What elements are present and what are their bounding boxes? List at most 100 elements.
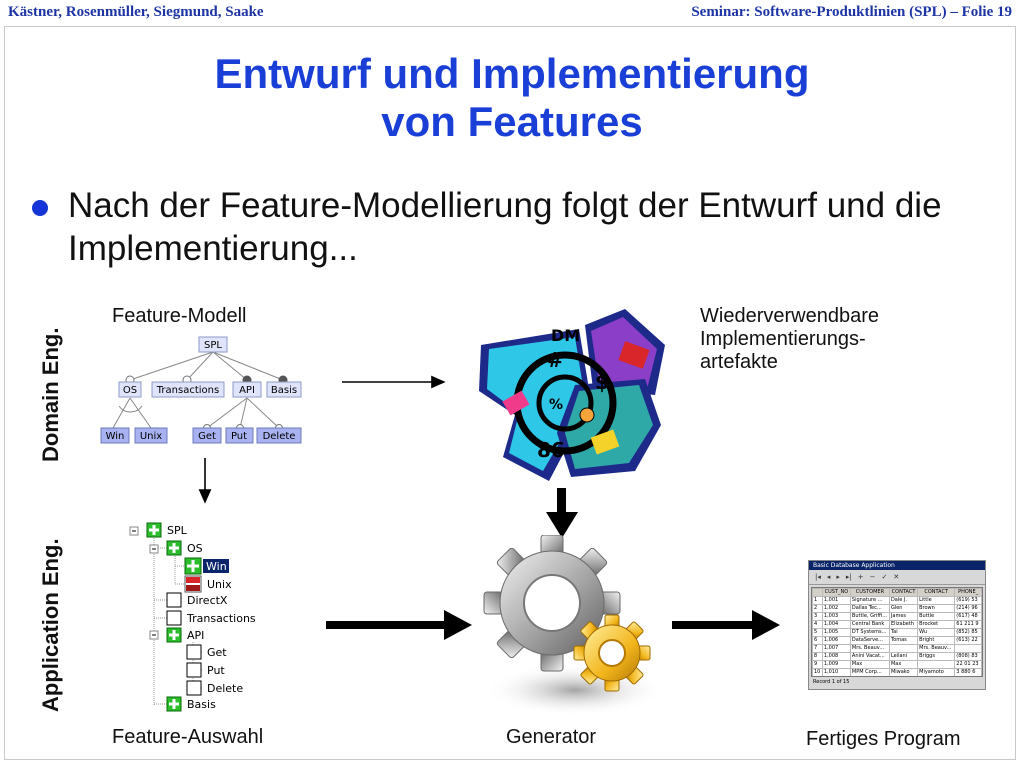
table-cell: MPM Corp... — [849, 668, 890, 676]
tree-item-directx[interactable]: DirectX — [166, 592, 228, 608]
final-program-label: Fertiges Program — [806, 728, 961, 750]
tree-item-spl[interactable]: SPL — [129, 522, 188, 538]
tree-item-transactions[interactable]: Transactions — [166, 610, 256, 626]
tree-item-unix[interactable]: Unix — [184, 575, 232, 593]
table-cell: 3 880 6 — [954, 668, 982, 676]
artifacts-label: Wiederverwendbare Implementierungs- arte… — [700, 305, 879, 374]
table-cell: Central Bank — [849, 620, 890, 629]
tree-item-basis[interactable]: Basis — [166, 696, 216, 712]
table-cell — [888, 644, 919, 653]
svg-text:DM: DM — [551, 326, 580, 345]
fm-node-transactions-label: Transactions — [156, 385, 219, 396]
title-line-1: Entwurf und Implementierung — [214, 50, 810, 97]
svg-text:#: # — [547, 348, 564, 372]
table-cell: Tai — [888, 628, 919, 637]
table-cell: Signature ... — [849, 596, 890, 605]
unchecked-box-icon[interactable] — [186, 680, 202, 696]
tree-item-label: Delete — [207, 682, 243, 695]
tree-item-os[interactable]: OS — [149, 540, 203, 556]
table-cell: Little — [917, 596, 956, 605]
application-eng-label: Application Eng. — [38, 538, 63, 712]
table-cell: (619) 53 — [954, 596, 982, 605]
table-cell: Bright — [917, 636, 956, 645]
unchecked-box-icon[interactable] — [186, 644, 202, 660]
tree-item-win[interactable]: Win — [184, 557, 229, 575]
last-record-icon: ▸| — [845, 573, 852, 581]
table-cell: Mrs. Beauv... — [917, 644, 956, 653]
feature-selection-tree: SPL OS Win Unix DirectX Transactions API… — [129, 522, 256, 712]
domain-eng-label: Domain Eng. — [38, 327, 63, 462]
add-record-icon: + — [857, 573, 864, 581]
unchecked-box-icon[interactable] — [166, 592, 182, 608]
table-cell: 5 — [812, 628, 823, 637]
table-cell: Elizabeth — [888, 620, 919, 629]
tree-item-label: Get — [207, 646, 227, 659]
table-cell: 1,005 — [821, 628, 851, 637]
app-table-header: CUSTOMER — [849, 588, 890, 597]
table-cell: 1,001 — [821, 596, 851, 605]
fm-node-delete-label: Delete — [263, 431, 296, 442]
title-line-2: von Features — [381, 98, 643, 145]
table-cell: Mrs. Beauv... — [849, 644, 890, 653]
tree-item-label: DirectX — [187, 594, 228, 607]
table-cell: (617) 48 — [954, 612, 982, 621]
tree-item-label: API — [187, 629, 204, 642]
table-cell: 1,010 — [821, 668, 851, 676]
table-cell: Brocket — [917, 620, 956, 629]
fm-node-get — [192, 427, 222, 444]
table-cell — [917, 660, 956, 669]
fm-node-api-label: API — [239, 385, 255, 396]
table-cell: 22 01 23 — [954, 660, 982, 669]
artifacts-label-line-1: Wiederverwendbare — [700, 305, 879, 327]
header-seminar: Seminar: Software-Produktlinien (SPL) – … — [691, 4, 1012, 20]
svg-text:%: % — [549, 397, 563, 413]
table-cell: 61 211 9 — [954, 620, 982, 629]
svg-text:86: 86 — [537, 438, 565, 462]
table-cell: Miyamoto — [917, 668, 956, 676]
table-cell: 1,009 — [821, 660, 851, 669]
unchecked-box-icon[interactable] — [186, 662, 202, 678]
table-cell: DataServe... — [849, 636, 890, 645]
app-table-header-row: CUST_NO CUSTOMER CONTACT CONTACT PHONE_ — [812, 588, 982, 597]
table-cell: Buttle, Griffi... — [849, 612, 890, 621]
tree-item-get[interactable]: Get — [186, 644, 227, 660]
table-cell: 2 — [812, 604, 823, 613]
table-cell: Briggs — [917, 652, 956, 661]
tree-item-label: Transactions — [186, 612, 256, 625]
fm-node-get-label: Get — [198, 431, 216, 442]
tree-item-delete[interactable]: Delete — [186, 680, 243, 696]
table-cell: (613) 22 — [954, 636, 982, 645]
feature-model-diagram: SPL OS Transactions API Basis Win Unix G… — [100, 336, 302, 444]
table-cell: 1,002 — [821, 604, 851, 613]
table-cell: (852) 85 — [954, 628, 982, 637]
fm-node-basis — [266, 381, 302, 398]
table-cell: Buttle — [917, 612, 956, 621]
feature-selection-label: Feature-Auswahl — [112, 726, 264, 748]
tree-item-put[interactable]: Put — [186, 662, 225, 678]
header-authors: Kästner, Rosenmüller, Siegmund, Saake — [8, 4, 264, 20]
app-table-header: PHONE_ — [954, 588, 982, 597]
table-cell: Max — [849, 660, 890, 669]
tree-item-highlight — [203, 559, 229, 573]
table-cell: Max — [888, 660, 919, 669]
first-record-icon: |◂ — [815, 573, 821, 581]
fm-node-put-label: Put — [231, 431, 247, 442]
app-table-header: CUST_NO — [821, 588, 851, 597]
fm-node-win-label: Win — [106, 431, 125, 442]
unchecked-box-icon[interactable] — [166, 610, 182, 626]
table-cell: 6 — [812, 636, 823, 645]
table-cell: 1,006 — [821, 636, 851, 645]
app-toolbar: |◂ ◂ ▸ ▸| + − ✓ ✕ — [809, 570, 985, 585]
tree-item-label: Unix — [207, 578, 232, 591]
tree-item-api[interactable]: API — [149, 627, 204, 643]
fm-node-unix-label: Unix — [140, 431, 162, 442]
fm-node-win — [100, 427, 130, 444]
cancel-record-icon: ✕ — [893, 573, 900, 581]
table-cell: 4 — [812, 620, 823, 629]
